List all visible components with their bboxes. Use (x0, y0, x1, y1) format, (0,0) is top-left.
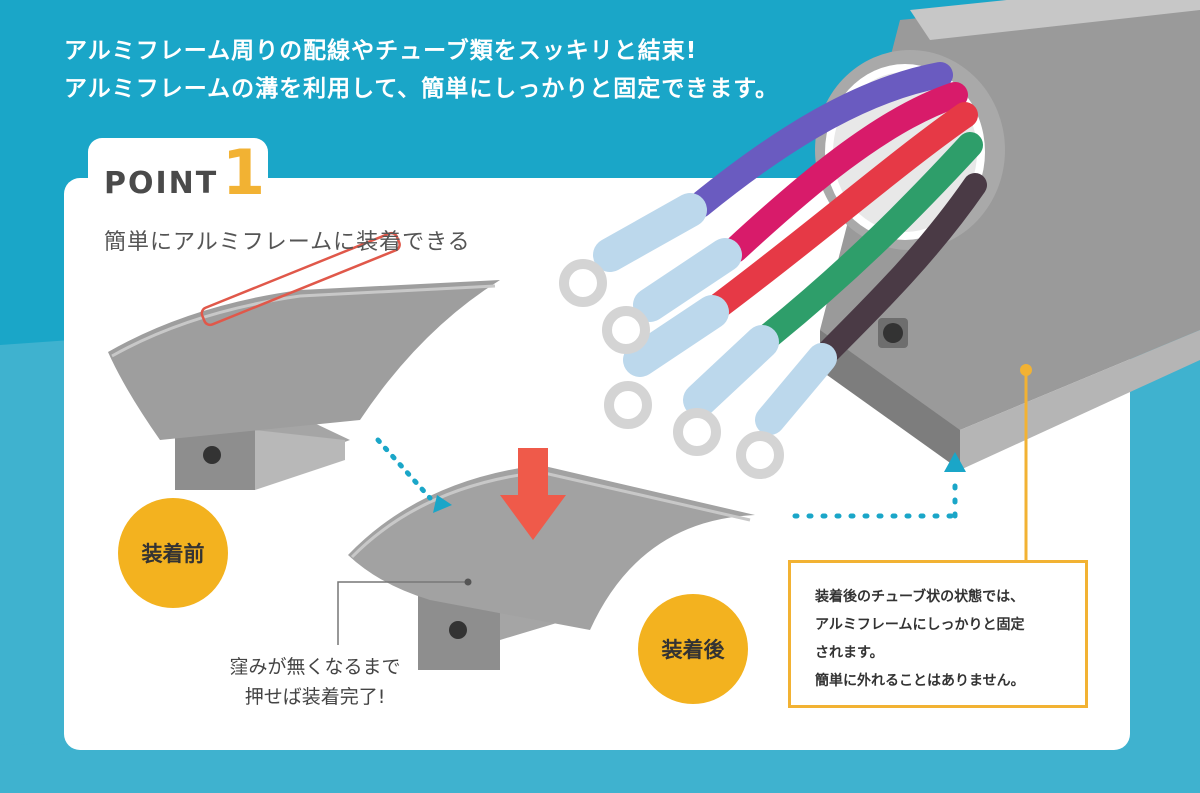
caption-line-2: 押せば装着完了! (244, 686, 386, 708)
note-line-2: アルミフレームにしっかりと固定 (815, 617, 1025, 633)
note-line-3: されます。 (815, 645, 884, 661)
point-label: POINT (104, 166, 219, 201)
point-subtitle: 簡単にアルミフレームに装着できる (104, 230, 471, 255)
dotted-arrow-icons (375, 437, 966, 519)
install-caption: 窪みが無くなるまで 押せば装着完了! (200, 652, 430, 712)
badge-after: 装着後 (638, 594, 748, 704)
note-line-1: 装着後のチューブ状の状態では、 (815, 589, 1025, 605)
before-install-illustration (108, 231, 500, 490)
note-line-4: 簡単に外れることはありません。 (815, 673, 1025, 689)
down-arrow-icon (500, 448, 566, 540)
headline-line-2: アルミフレームの溝を利用して、簡単にしっかりと固定できます。 (64, 76, 779, 102)
note-pointer (1020, 364, 1032, 562)
ring-terminal-icons (559, 259, 784, 479)
leader-lines (337, 578, 472, 645)
headline-line-1: アルミフレーム周りの配線やチューブ類をスッキリと結束! (64, 38, 698, 64)
note-box: 装着後のチューブ状の状態では、 アルミフレームにしっかりと固定 されます。 簡単… (788, 560, 1088, 708)
headline: アルミフレーム周りの配線やチューブ類をスッキリと結束! アルミフレームの溝を利用… (64, 32, 779, 108)
caption-line-1: 窪みが無くなるまで (229, 656, 401, 678)
badge-before: 装着前 (118, 498, 228, 608)
point-number: 1 (222, 136, 266, 209)
cable-bundle-icon (593, 62, 987, 435)
